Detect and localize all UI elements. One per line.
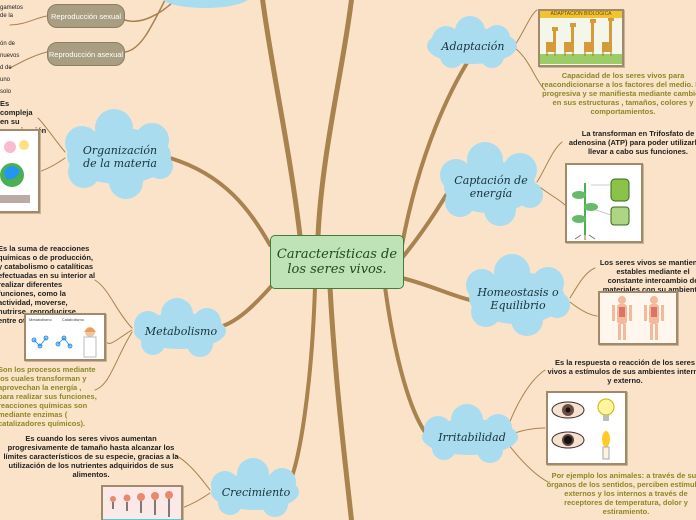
central-topic[interactable]: Características de los seres vivos. [270, 235, 404, 289]
image-metabolismo: Metabolismo Catabolismo [24, 313, 106, 361]
topic-captacion[interactable]: Captación de energía [448, 170, 534, 204]
branch-adaptacion [400, 56, 472, 247]
image-metabolismo-labels: Metabolismo Catabolismo [26, 315, 104, 324]
trunk-top [315, 0, 354, 239]
cloud-adaptacion [427, 16, 517, 68]
cloud-top-partial [162, 0, 248, 8]
reproduccion-sexual-note: gametos de la [0, 5, 24, 19]
cloud-captacion [440, 142, 543, 226]
branch-irritabilidad [383, 285, 427, 434]
branch-homeostasis [400, 276, 472, 302]
image-metabolismo-label-2: Catabolismo [61, 317, 84, 322]
giraffes-icon [540, 18, 622, 64]
crecimiento-description: Es cuando los seres vivos aumentan progr… [3, 434, 179, 479]
organization-levels-icon [0, 140, 30, 203]
homeostasis-description: Los seres vivos se mantienen estables me… [599, 258, 696, 294]
topic-organizacion[interactable]: Organización de la materia [76, 140, 164, 174]
eye-light-icon [551, 398, 615, 460]
branch-captacion [400, 190, 450, 260]
image-adaptacion-caption: ADAPTACIÓN BIOLÓGICA [540, 11, 622, 18]
growth-stages-icon [103, 491, 181, 520]
pill-reproduccion-asexual-label: Reproducción asexual [48, 49, 124, 59]
adaptacion-description: Capacidad de los seres vivos para reacon… [541, 71, 696, 116]
image-homeostasis [598, 291, 678, 345]
cloud-crecimiento [211, 458, 299, 517]
cloud-organizacion [65, 109, 173, 199]
branch-crecimiento [283, 285, 317, 494]
pill-reproduccion-sexual-label: Reproducción sexual [50, 11, 122, 21]
reproduccion-asexual-note: ón de nuevos d de uno solo [0, 41, 20, 95]
pill-reproduccion-asexual[interactable]: Reproducción asexual [47, 42, 125, 66]
irritabilidad-description: Es la respuesta o reacción de los seres … [547, 358, 696, 385]
topic-crecimiento-label: Crecimiento [221, 485, 291, 499]
human-body-icon [612, 296, 664, 340]
topic-homeostasis-label: Homeostasis o Equilibrio [477, 286, 559, 312]
topic-captacion-label: Captación de energía [454, 174, 528, 200]
image-irritabilidad [546, 391, 627, 465]
topic-organizacion-label: Organización de la materia [82, 144, 158, 170]
metabolismo-note: Son los procesos mediante los cuales tra… [0, 365, 97, 428]
topic-adaptacion[interactable]: Adaptación [430, 36, 516, 56]
plant-icon [572, 178, 630, 240]
trunk-top-left [260, 0, 303, 239]
metabolismo-description: Es la suma de reacciones químicas o de p… [0, 244, 96, 325]
image-organizacion [0, 129, 40, 213]
image-captacion [565, 163, 643, 243]
topic-crecimiento[interactable]: Crecimiento [213, 482, 299, 502]
captacion-description: La transforman en Trifosfato de adenosin… [568, 129, 696, 156]
image-crecimiento [101, 485, 183, 520]
cloud-metabolismo [134, 298, 226, 357]
cloud-homeostasis [466, 254, 570, 336]
topic-metabolismo[interactable]: Metabolismo [137, 321, 225, 341]
trunk-bottom [327, 284, 354, 520]
branch-organizacion [168, 156, 272, 247]
cloud-irritabilidad [422, 404, 518, 463]
irritabilidad-example: Por ejemplo los animales: a través de su… [546, 471, 696, 516]
pill-reproduccion-sexual[interactable]: Reproducción sexual [47, 4, 125, 28]
topic-irritabilidad[interactable]: Irritabilidad [428, 427, 516, 447]
topic-adaptacion-label: Adaptación [441, 39, 505, 53]
topic-metabolismo-label: Metabolismo [144, 324, 218, 338]
cloud-shapes [65, 0, 570, 517]
image-adaptacion: ADAPTACIÓN BIOLÓGICA [538, 9, 624, 67]
topic-irritabilidad-label: Irritabilidad [438, 430, 506, 444]
image-metabolismo-label-1: Metabolismo [29, 317, 52, 322]
central-topic-title: Características de los seres vivos. [276, 247, 398, 277]
molecule-scientist-icon [31, 327, 97, 358]
topic-homeostasis[interactable]: Homeostasis o Equilibrio [474, 282, 562, 316]
